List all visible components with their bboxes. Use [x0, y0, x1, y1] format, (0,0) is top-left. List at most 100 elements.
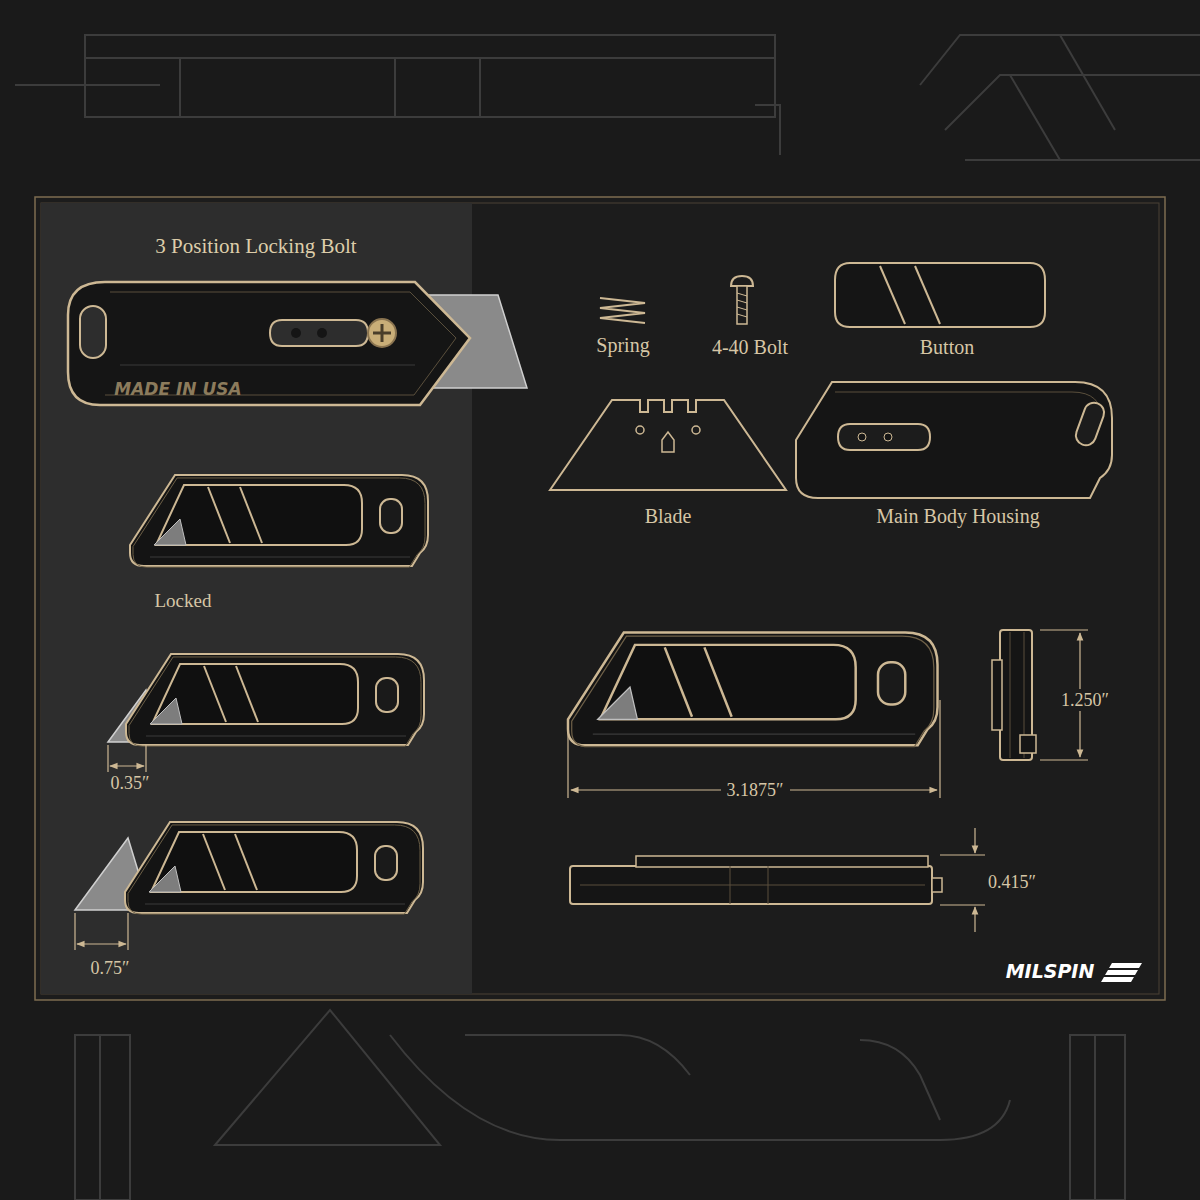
extension-line [145, 745, 146, 772]
ghost-curve [860, 1040, 940, 1120]
dimension-line [974, 828, 975, 853]
ghost-needle [15, 84, 160, 86]
dimension-label: 0.75″ [91, 958, 130, 979]
ghost-line [1060, 35, 1115, 130]
knife-dimension-view [568, 632, 938, 746]
thread [737, 307, 747, 310]
bolt-part [731, 276, 753, 324]
ghost-line [179, 58, 181, 117]
bolt-head [368, 319, 396, 347]
flag-stripe [1105, 970, 1138, 975]
extension-line [939, 700, 940, 798]
dimension-lines [568, 630, 1088, 932]
dimension-label: 3.1875″ [721, 779, 790, 802]
ghost-line [1010, 75, 1060, 160]
side-clip [1020, 735, 1036, 753]
ghost-housing-top [85, 35, 775, 117]
blade-hole [636, 426, 644, 434]
extension-line [940, 854, 985, 855]
blade-hole [692, 426, 700, 434]
ghost-line [755, 105, 780, 155]
bottom-line [768, 866, 769, 904]
state-label: Locked [155, 590, 212, 612]
thread [737, 293, 747, 296]
dimension-line [77, 943, 126, 944]
blade-notch [662, 432, 674, 452]
ghost-line [394, 58, 396, 117]
button-part [835, 263, 1045, 327]
frame-inner [41, 203, 1159, 994]
logo-flag [1101, 963, 1142, 982]
dimension-line [974, 907, 975, 932]
button-outline [835, 263, 1045, 327]
part-name: Spring [596, 334, 649, 357]
ghost-line [99, 1035, 101, 1200]
housing-outline [796, 382, 1112, 498]
ghost-curve [390, 1035, 1010, 1140]
detent [317, 328, 327, 338]
side-line [1010, 632, 1011, 758]
bottom-outline [570, 866, 932, 904]
bolt-slot [270, 320, 368, 346]
blade-part [550, 400, 786, 490]
dimension-line [110, 765, 144, 766]
brand-logo: MILSPIN [1006, 961, 1095, 983]
blade-outline [550, 400, 786, 490]
lanyard-slot [80, 306, 106, 358]
part-name: Blade [645, 505, 692, 528]
bottom-line [730, 866, 731, 904]
ghost-line-art [15, 35, 1200, 1200]
extension-line [940, 904, 985, 905]
knife-open [125, 822, 423, 914]
ghost-line [1094, 1035, 1096, 1200]
bolt-cross [381, 324, 384, 342]
ghost-curve [465, 1035, 690, 1075]
part-name: Button [920, 336, 974, 359]
ghost-blade [215, 1010, 440, 1145]
bolt-head [731, 276, 753, 286]
left-panel [41, 203, 472, 994]
spring-part [600, 298, 645, 323]
ghost-line [85, 57, 775, 59]
texture-line [120, 365, 415, 366]
extension-line [1040, 759, 1088, 760]
housing-edge [835, 392, 1102, 420]
detent [858, 433, 866, 441]
bottom-button [636, 856, 928, 867]
panel-heading: 3 Position Locking Bolt [155, 234, 356, 258]
thread [737, 300, 747, 303]
ghost-line [479, 58, 481, 117]
knife-top-view [68, 282, 527, 405]
housing-slot [838, 424, 930, 450]
knife-locked [130, 475, 428, 567]
dimension-label: 1.250″ [1055, 689, 1115, 712]
bolt-shaft [737, 286, 747, 324]
extension-line [567, 725, 568, 798]
thread [737, 314, 747, 317]
bottom-line [580, 885, 925, 886]
housing-part [796, 382, 1112, 498]
ghost-corner [965, 159, 1200, 161]
extension-line [1040, 629, 1088, 630]
detent [884, 433, 892, 441]
bottom-view [570, 856, 942, 904]
flag-stripe [1101, 977, 1134, 982]
side-view [992, 630, 1036, 760]
part-name: 4-40 Bolt [712, 336, 788, 359]
engraving-text: MADE IN USA [114, 380, 241, 400]
button-stripe [915, 266, 940, 324]
part-name: Main Body Housing [876, 505, 1039, 528]
frame [35, 197, 1165, 1000]
button-stripe [880, 266, 905, 324]
extension-line [107, 745, 108, 772]
dimension-label: 0.35″ [111, 773, 150, 794]
detent [291, 328, 301, 338]
ghost-side [75, 1035, 130, 1200]
knife-half-open [126, 654, 424, 746]
dimension-label: 0.415″ [988, 872, 1036, 893]
side-button [992, 660, 1002, 730]
flag-stripe [1109, 963, 1142, 968]
ghost-corner [945, 75, 1200, 130]
knife-body [68, 282, 470, 405]
